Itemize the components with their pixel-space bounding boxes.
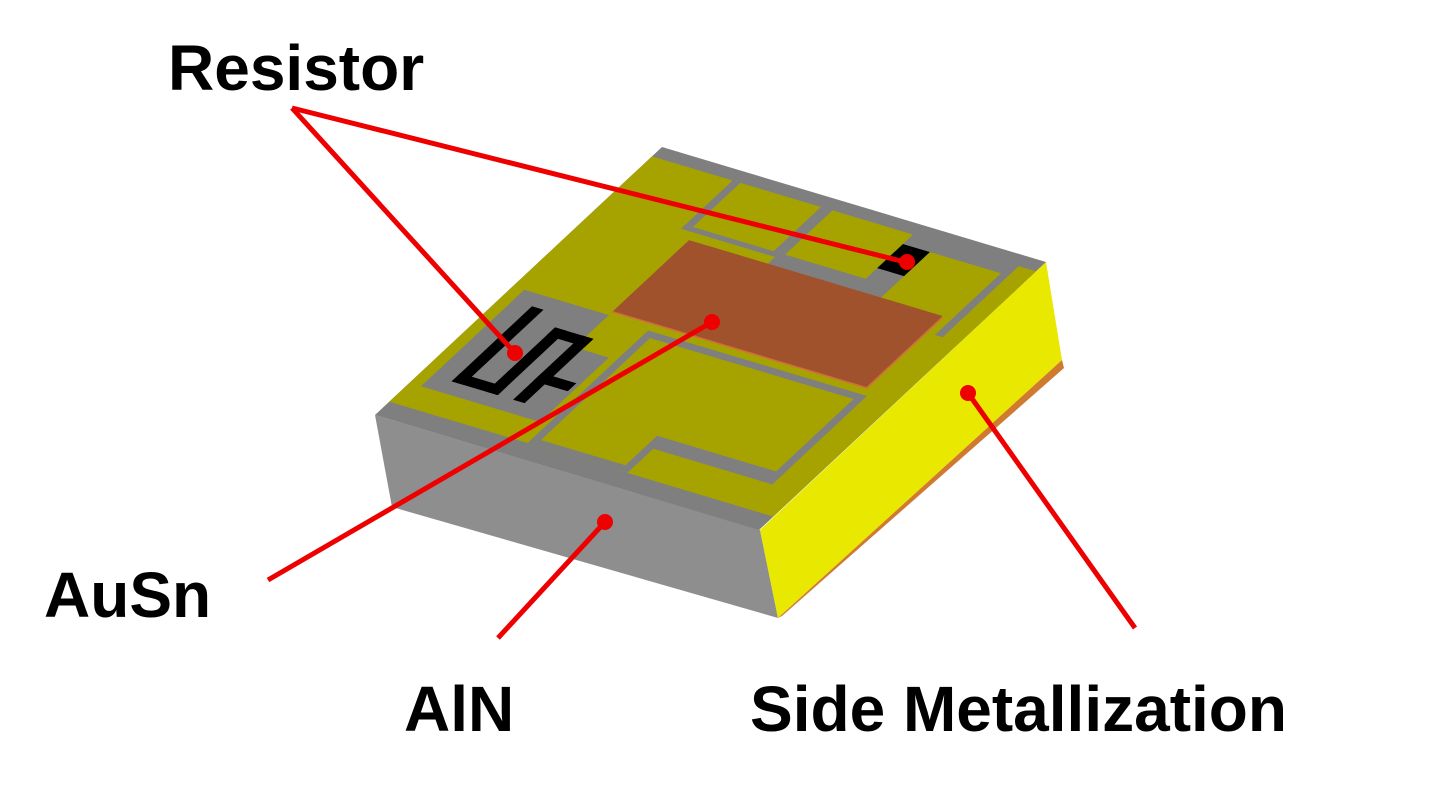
resistor-dot-1: [899, 254, 915, 270]
resistor-meander: [451, 306, 544, 385]
ausn-dot: [704, 314, 720, 330]
pad-top-4: [936, 266, 1036, 348]
side-metallization-face: [760, 262, 1062, 618]
aln-front-face: [375, 415, 778, 618]
resistor-meander: [513, 335, 594, 404]
top-face: [375, 147, 1046, 530]
resistor-leader-1: [291, 105, 906, 265]
pad-top-2: [785, 210, 914, 279]
resistor-dot-2: [507, 345, 523, 361]
pad-bottom-large: [572, 338, 854, 472]
pad-front-left: [397, 387, 538, 441]
chip-model: [375, 147, 1064, 618]
resistor-meander: [486, 327, 567, 396]
resistor-meander: [533, 372, 577, 392]
resistor-leader-2: [290, 106, 517, 355]
pad-bottom-large: [541, 410, 658, 466]
side-metallization-dot: [960, 385, 976, 401]
label-side-metallization: Side Metallization: [750, 673, 1287, 745]
pad-gap: [903, 234, 940, 253]
label-aln: AlN: [404, 673, 514, 745]
leader-lines: [266, 105, 1138, 640]
resistor-contact: [574, 315, 644, 358]
aln-dot: [597, 514, 613, 530]
aln-leader: [496, 520, 607, 640]
ausn-leader: [266, 319, 714, 583]
ausn-solder-pad: [613, 240, 943, 387]
pad-bottom-front: [627, 448, 773, 509]
label-resistor: Resistor: [168, 32, 424, 104]
label-ausn: AuSn: [44, 559, 211, 631]
side-metallization-leader: [965, 391, 1138, 630]
